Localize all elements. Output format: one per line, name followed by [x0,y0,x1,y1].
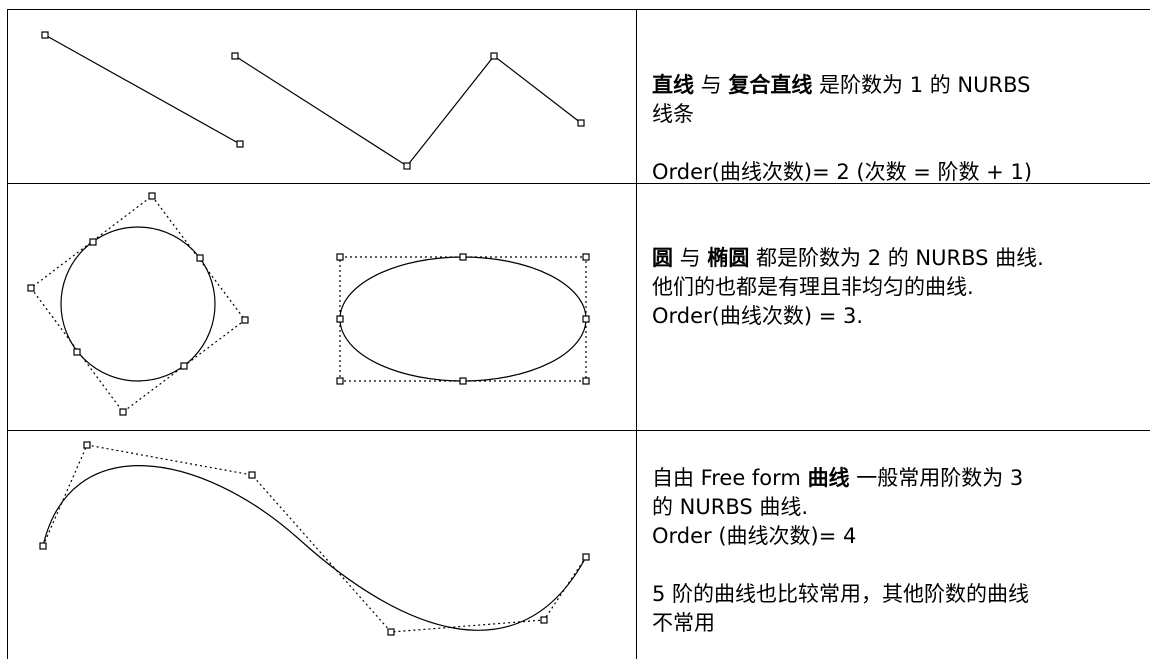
description-line: Order (曲线次数)= 4 [652,522,1148,551]
freeform-curve [42,465,587,631]
control-point [403,162,411,170]
description-line: 5 阶的曲线也比较常用，其他阶数的曲线 [652,580,1148,609]
line-figure [41,31,244,148]
control-point [582,377,590,385]
column-divider [636,9,637,659]
description-line: 的 NURBS 曲线. [652,493,1148,522]
term-bold: 椭圆 [707,246,750,270]
text-run: 线条 [652,102,694,126]
control-point [387,628,395,636]
control-point [248,471,256,479]
term-bold: 直线 [652,73,694,97]
control-point [582,253,590,261]
description-line: 自由 Free form 曲线 一般常用阶数为 3 [652,464,1148,493]
description-line [652,129,1148,158]
straight-line [44,34,241,145]
control-point [148,192,156,200]
control-point [83,441,91,449]
compound-line [234,55,582,167]
control-point [89,238,97,246]
description-line: 圆 与 椭圆 都是阶数为 2 的 NURBS 曲线. [652,244,1148,273]
description-line: Order(曲线次数) = 3. [652,302,1148,331]
freeform-control-polygon [42,444,587,633]
term-bold: 曲线 [807,466,850,490]
term-bold: 复合直线 [728,73,813,97]
circle-control-polygon [30,195,246,413]
description-line: Order(曲线次数)= 2 (次数 = 阶数 + 1) [652,158,1148,187]
text-run: 是阶数为 1 的 NURBS [812,73,1031,97]
term-bold: 圆 [652,246,673,270]
control-point [39,542,47,550]
circle-figure [27,192,249,416]
text-run: 的 NURBS 曲线. [652,495,809,519]
control-point [490,52,498,60]
control-point [180,362,188,370]
control-point [41,31,49,39]
row-divider-1 [7,183,1150,184]
polyline-figure [231,52,585,170]
control-point [459,377,467,385]
description-line: 他们的也都是有理且非均匀的曲线. [652,273,1148,302]
text-run: 他们的也都是有理且非均匀的曲线. [652,275,974,299]
text-run: 一般常用阶数为 3 [849,466,1024,490]
control-point [336,253,344,261]
control-point [459,253,467,261]
text-run: 与 [694,73,729,97]
ellipse-curve [339,256,587,382]
text-run: Order (曲线次数)= 4 [652,524,857,548]
freeform-figure [39,441,590,636]
row-divider-2 [7,430,1150,431]
control-point [582,315,590,323]
ellipse-figure [336,253,590,385]
control-point [540,616,548,624]
description-line: 线条 [652,100,1148,129]
control-point [582,553,590,561]
description-line: 直线 与 复合直线 是阶数为 1 的 NURBS [652,71,1148,100]
text-run: 与 [673,246,708,270]
text-run: 自由 Free form [652,466,808,490]
text-run: Order(曲线次数)= 2 (次数 = 阶数 + 1) [652,160,1033,184]
row-2-description: 圆 与 椭圆 都是阶数为 2 的 NURBS 曲线.他们的也都是有理且非均匀的曲… [652,244,1148,331]
text-run: 不常用 [652,611,715,635]
control-point [73,348,81,356]
control-point [236,140,244,148]
control-point [336,377,344,385]
control-point [119,408,127,416]
control-point [577,119,585,127]
text-run: 都是阶数为 2 的 NURBS 曲线. [749,246,1044,270]
text-run: Order(曲线次数) = 3. [652,304,864,328]
control-point [241,316,249,324]
description-line [652,551,1148,580]
control-point [27,284,35,292]
circle-curve [60,226,216,382]
ellipse-control-polygon [339,256,587,382]
table-frame [7,9,1150,659]
control-point [231,52,239,60]
text-run: 5 阶的曲线也比较常用，其他阶数的曲线 [652,582,1030,606]
control-point [336,315,344,323]
description-line: 不常用 [652,609,1148,638]
control-point [196,254,204,262]
